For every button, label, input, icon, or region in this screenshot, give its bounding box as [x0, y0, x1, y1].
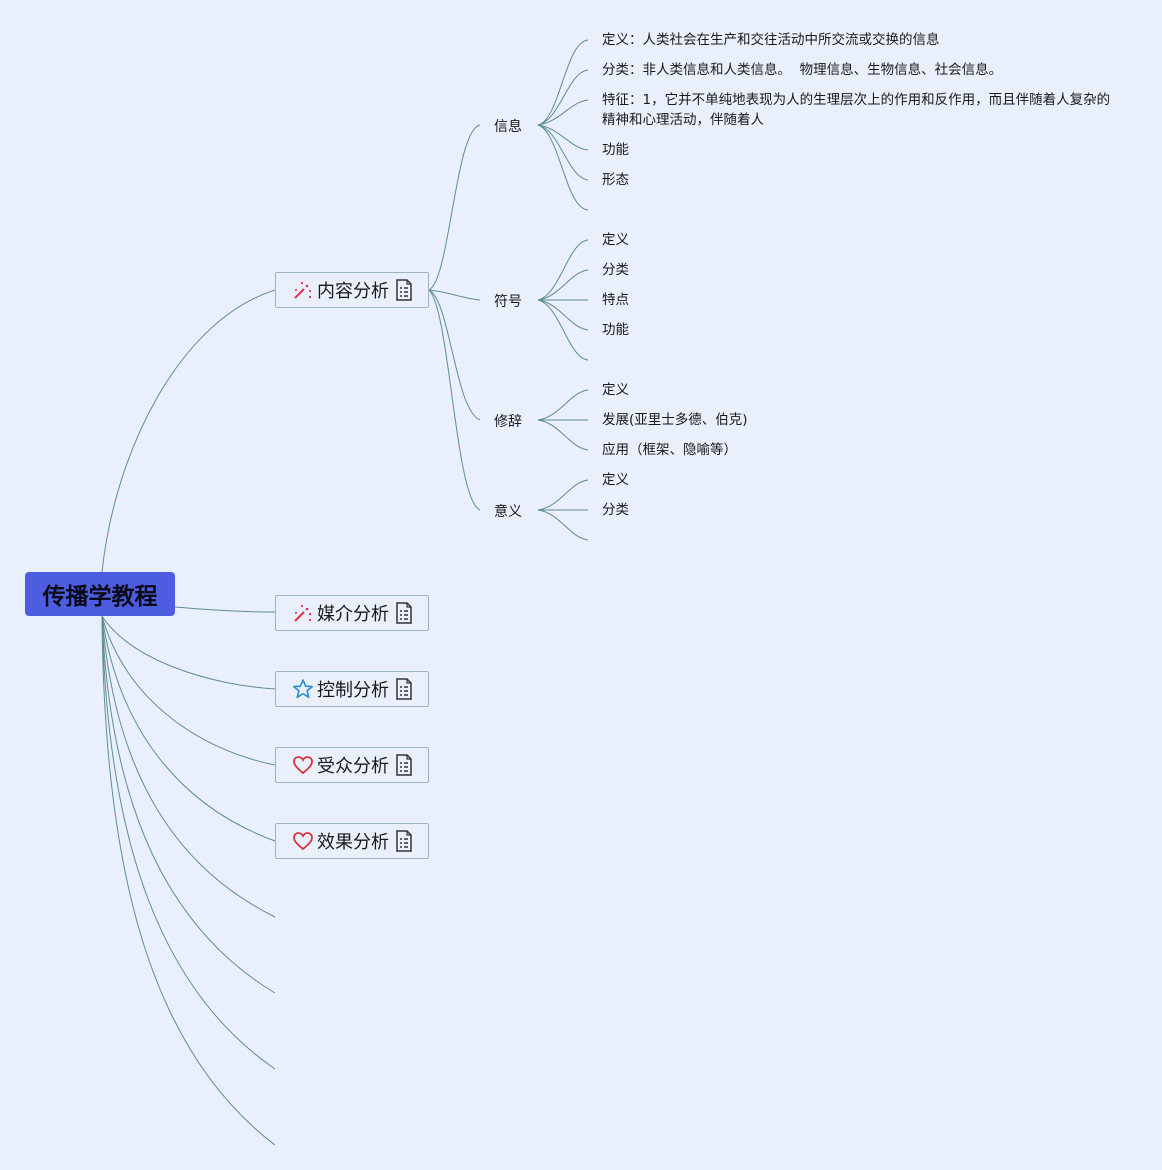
root-node[interactable]: 传播学教程 — [25, 572, 175, 616]
symbol-features[interactable]: 特点 — [602, 292, 629, 308]
connector-symbol-leaf-1 — [537, 239, 589, 301]
document-icon[interactable] — [395, 754, 413, 776]
meaning-classification[interactable]: 分类 — [602, 502, 629, 518]
topic-symbol[interactable]: 符号 — [494, 294, 522, 310]
connector-info-leaf-1 — [537, 39, 589, 126]
rhetoric-definition[interactable]: 定义 — [602, 382, 629, 398]
branch-effect-analysis[interactable]: 效果分析 — [275, 823, 429, 859]
star-icon — [293, 679, 313, 699]
heart-icon — [293, 756, 313, 775]
branch-label: 受众分析 — [317, 756, 389, 777]
meaning-definition[interactable]: 定义 — [602, 472, 629, 488]
connector-rhetoric-leaf-3 — [537, 419, 589, 451]
root-label: 传播学教程 — [42, 584, 158, 610]
symbol-definition[interactable]: 定义 — [602, 232, 629, 248]
rhetoric-development[interactable]: 发展(亚里士多德、伯克) — [602, 412, 748, 428]
connector-root-media — [174, 606, 276, 613]
topic-info[interactable]: 信息 — [494, 119, 522, 135]
connector-content-symbol — [428, 289, 481, 301]
branch-label: 媒介分析 — [317, 604, 389, 625]
symbol-function[interactable]: 功能 — [602, 322, 629, 338]
connector-info-leaf-5 — [537, 124, 589, 181]
info-definition[interactable]: 定义：人类社会在生产和交往活动中所交流或交换的信息 — [602, 32, 940, 48]
connector-root-empty-2 — [101, 615, 276, 994]
connector-root-control — [101, 615, 276, 690]
connector-root-empty-4 — [101, 615, 276, 1146]
connector-info-leaf-2 — [537, 69, 589, 126]
branch-label: 控制分析 — [317, 680, 389, 701]
rhetoric-application[interactable]: 应用（框架、隐喻等） — [602, 442, 737, 458]
info-characteristics[interactable]: 特征：1，它并不单纯地表现为人的生理层次上的作用和反作用，而且伴随着人复杂的精神… — [602, 92, 1111, 128]
document-icon[interactable] — [395, 602, 413, 624]
connector-info-leaf-4 — [537, 124, 589, 151]
connector-root-empty-3 — [101, 615, 276, 1070]
branch-audience-analysis[interactable]: 受众分析 — [275, 747, 429, 783]
connector-meaning-leaf-1 — [537, 479, 589, 511]
connector-content-info — [428, 124, 481, 291]
document-icon[interactable] — [395, 279, 413, 301]
sparkle-icon — [294, 281, 312, 299]
branch-label: 内容分析 — [317, 281, 389, 302]
connector-root-audience — [101, 615, 276, 766]
branch-control-analysis[interactable]: 控制分析 — [275, 671, 429, 707]
connector-symbol-leaf-4 — [537, 299, 589, 331]
document-icon[interactable] — [395, 830, 413, 852]
sparkle-icon — [294, 604, 312, 622]
heart-icon — [293, 832, 313, 851]
branch-media-analysis[interactable]: 媒介分析 — [275, 595, 429, 631]
connector-content-meaning — [428, 289, 481, 511]
connector-root-effect — [101, 615, 276, 842]
connector-meaning-leaf-3 — [537, 509, 589, 541]
connector-symbol-leaf-5 — [537, 299, 589, 361]
info-function[interactable]: 功能 — [602, 142, 629, 158]
connector-root-content — [101, 289, 276, 573]
connector-rhetoric-leaf-1 — [537, 389, 589, 421]
connector-info-leaf-6 — [537, 124, 589, 211]
connector-content-rhetoric — [428, 289, 481, 421]
branch-content-analysis[interactable]: 内容分析 — [275, 272, 429, 308]
connector-info-leaf-3 — [537, 99, 589, 126]
connector-symbol-leaf-2 — [537, 269, 589, 301]
symbol-classification[interactable]: 分类 — [602, 262, 629, 278]
info-classification[interactable]: 分类：非人类信息和人类信息。 物理信息、生物信息、社会信息。 — [602, 62, 1003, 78]
topic-meaning[interactable]: 意义 — [494, 504, 522, 520]
branch-label: 效果分析 — [317, 832, 389, 853]
info-form[interactable]: 形态 — [602, 172, 629, 188]
document-icon[interactable] — [395, 678, 413, 700]
topic-rhetoric[interactable]: 修辞 — [494, 414, 522, 430]
connector-root-empty-1 — [101, 615, 276, 918]
